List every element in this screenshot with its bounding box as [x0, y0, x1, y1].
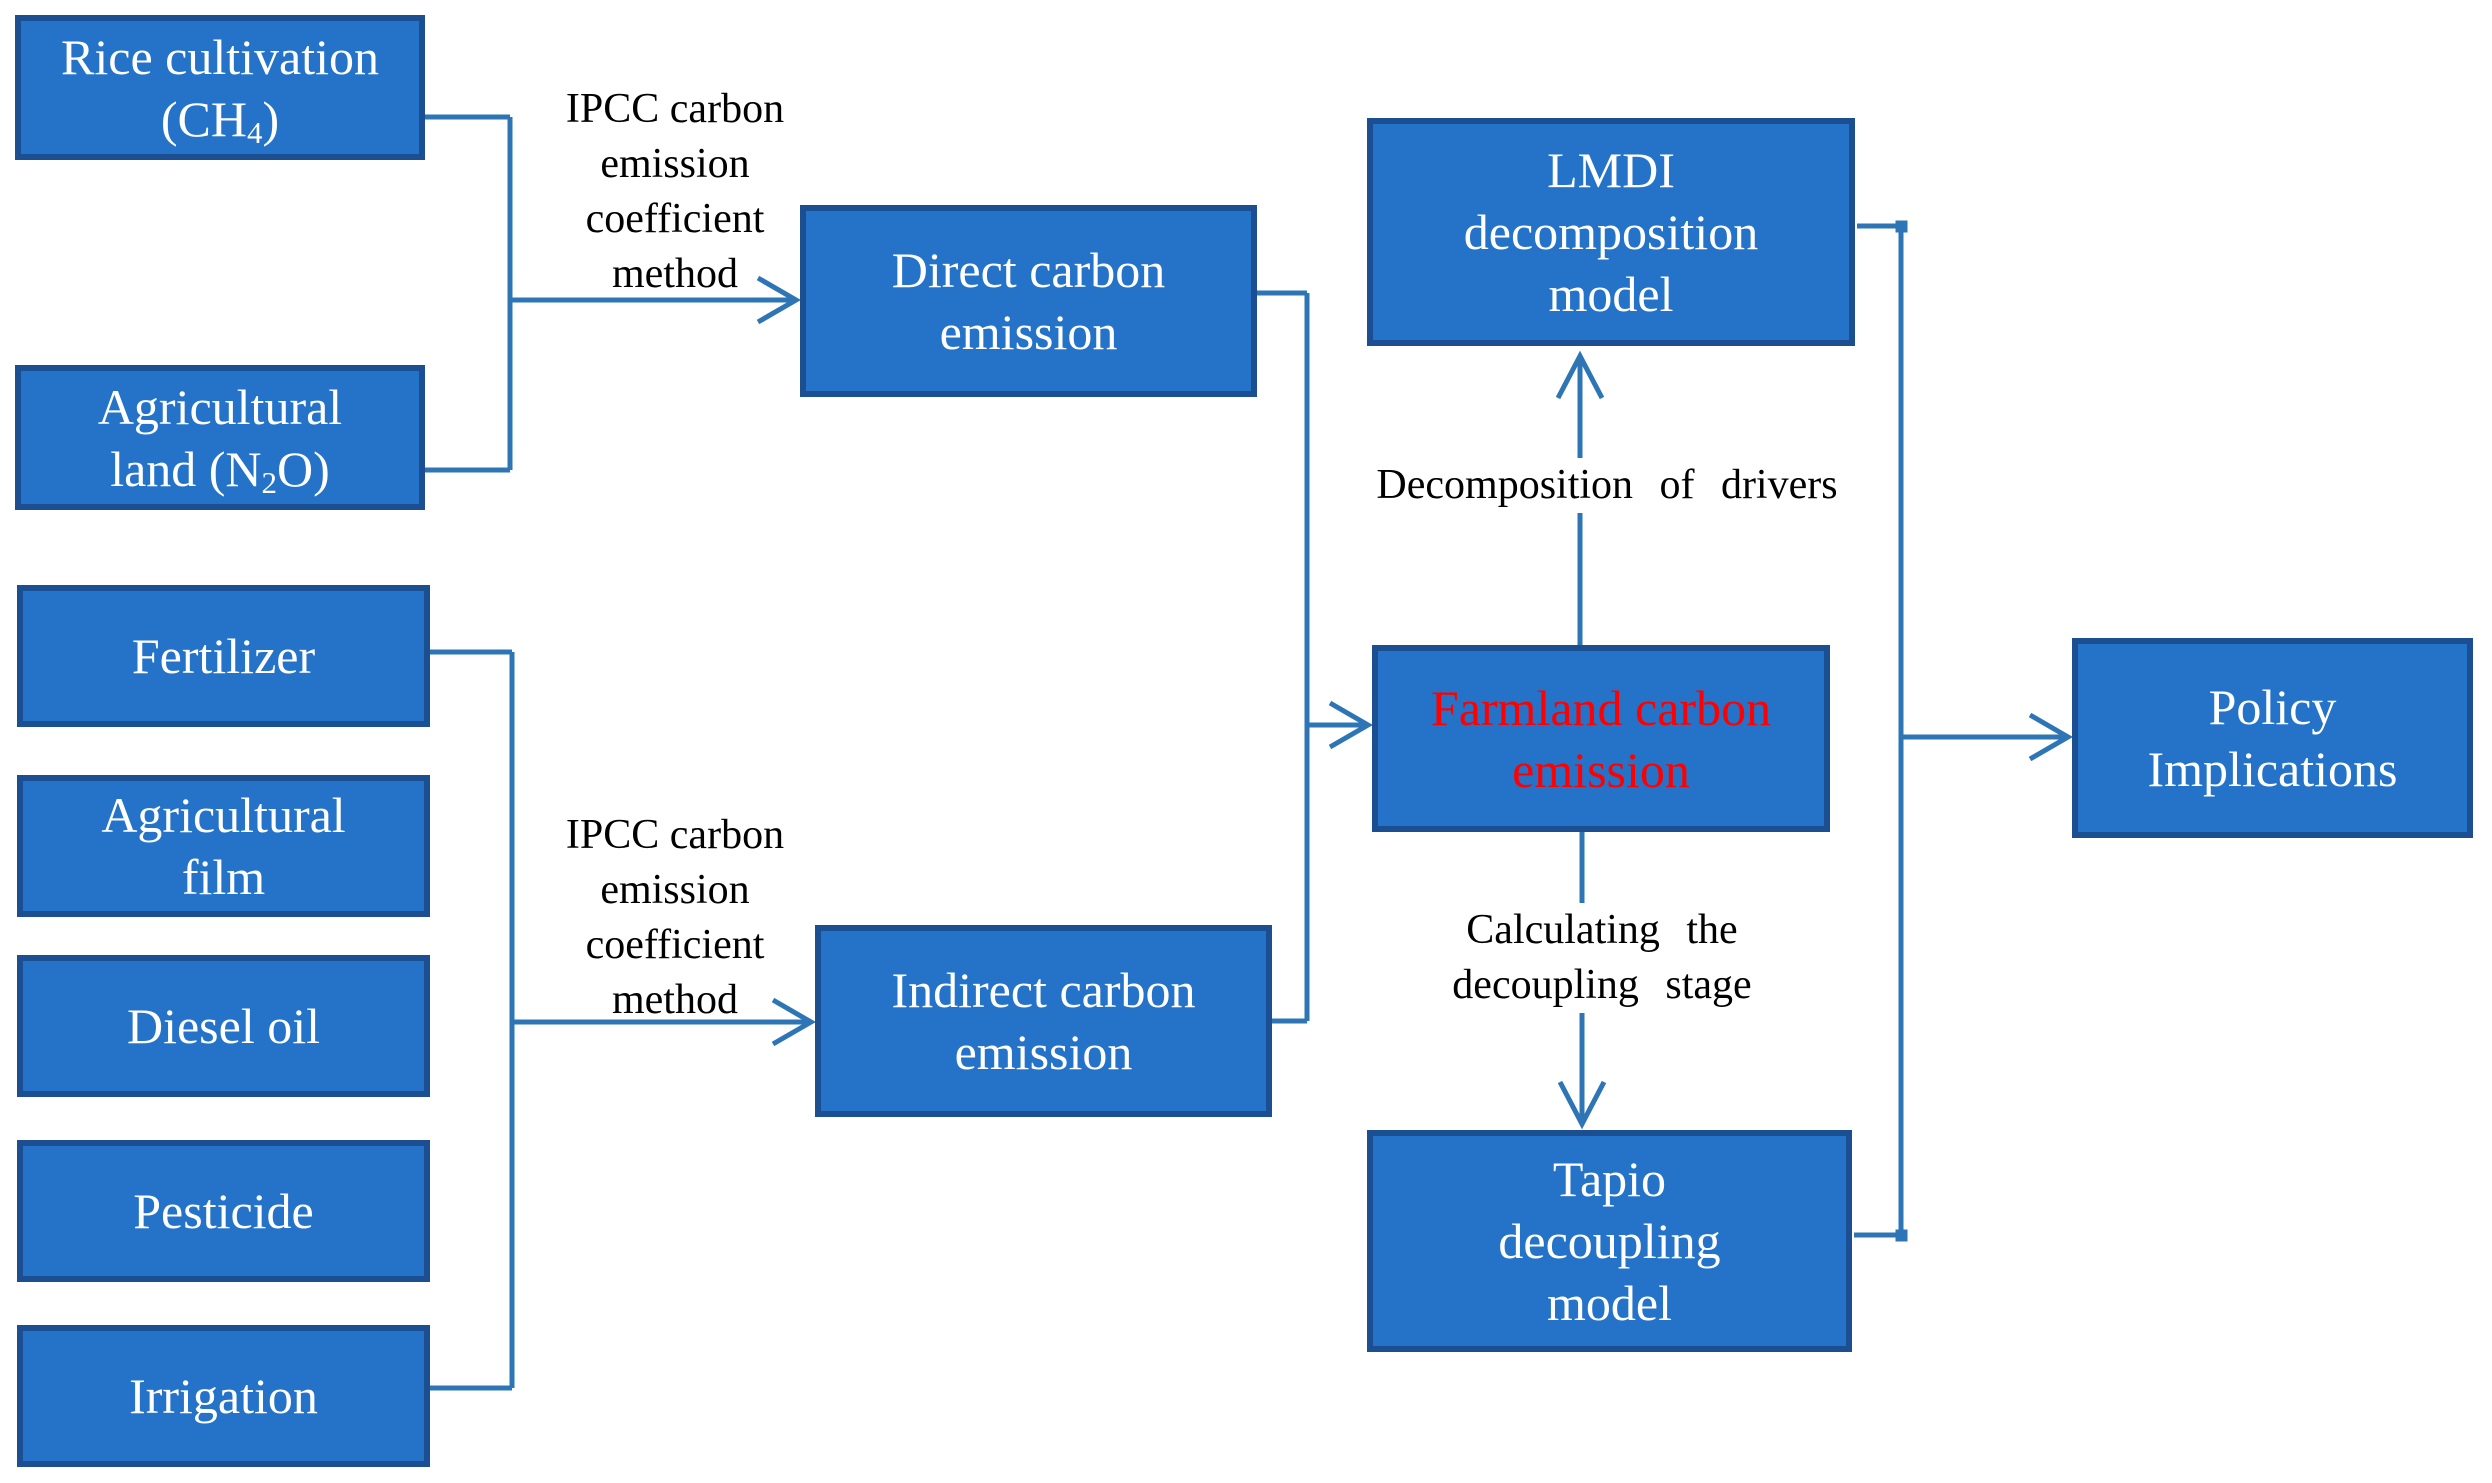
ipcc-top-line1: IPCC carbon [565, 86, 785, 132]
ipcc-bottom-line1: IPCC carbon [565, 812, 785, 858]
ipcc-bottom-line3: coefficient [585, 922, 765, 968]
farmland-line2: emission [1512, 741, 1690, 798]
ipcc-top-line3: coefficient [585, 196, 765, 242]
fertilizer-label: Fertilizer [131, 628, 316, 684]
ipcc-bottom-line4: method [612, 977, 738, 1023]
lmdi-line3: model [1548, 266, 1674, 322]
box-farmland-carbon-emission: Farmland carbon emission [1372, 645, 1830, 832]
calculating-line1: Calculating the [1466, 907, 1738, 953]
agriland-line1: Agricultural [97, 378, 343, 435]
agrifilm-line1: Agricultural [101, 787, 346, 843]
agriland-formula-pre: land (N [110, 440, 262, 497]
box-tapio-decoupling-model: Tapio decoupling model [1367, 1130, 1852, 1352]
lmdi-line2: decomposition [1463, 204, 1759, 260]
farmland-line1: Farmland carbon [1430, 679, 1772, 736]
tapio-line2: decoupling [1498, 1213, 1721, 1269]
tapio-line3: model [1547, 1275, 1672, 1331]
irrigation-label: Irrigation [129, 1368, 318, 1424]
connector-junction-dot-bottom [1895, 1229, 1908, 1242]
pesticide-label: Pesticide [133, 1183, 314, 1239]
label-calculating-decoupling-stage: Calculating the decoupling stage [1392, 903, 1812, 1013]
box-fertilizer: Fertilizer [17, 585, 430, 727]
arrowhead-into-tapio [1557, 1080, 1607, 1130]
arrowhead-into-farmland [1328, 700, 1373, 750]
tapio-line1: Tapio [1552, 1151, 1667, 1207]
indirect-line2: emission [954, 1024, 1133, 1080]
box-indirect-carbon-emission: Indirect carbon emission [815, 925, 1272, 1117]
box-agricultural-film: Agricultural film [17, 775, 430, 917]
ipcc-top-line4: method [612, 251, 738, 297]
label-ipcc-method-top: IPCC carbon emission coefficient method [520, 82, 830, 302]
box-irrigation: Irrigation [17, 1325, 430, 1467]
rice-formula: (CH4) [161, 88, 279, 150]
box-lmdi-decomposition-model: LMDI decomposition model [1367, 118, 1855, 346]
label-ipcc-method-bottom: IPCC carbon emission coefficient method [520, 808, 830, 1028]
arrowhead-into-direct [756, 275, 801, 325]
indirect-line1: Indirect carbon [891, 962, 1196, 1018]
lmdi-line1: LMDI [1547, 142, 1675, 198]
arrowhead-into-indirect [771, 997, 816, 1047]
label-decomposition-of-drivers: Decomposition of drivers [1360, 458, 1854, 513]
arrowhead-into-policy [2028, 712, 2073, 762]
rice-formula-pre: (CH [160, 90, 247, 147]
box-diesel-oil: Diesel oil [17, 955, 430, 1097]
ipcc-top-line2: emission [600, 141, 750, 187]
agriland-formula-subscript: 2 [261, 464, 278, 500]
diesel-label: Diesel oil [126, 998, 321, 1054]
agriland-formula-post: O) [277, 440, 330, 497]
connector-junction-dot-top [1895, 220, 1908, 233]
agriland-formula: land (N2O) [110, 438, 330, 500]
box-rice-cultivation: Rice cultivation (CH4) [15, 15, 425, 160]
ipcc-bottom-line2: emission [600, 867, 750, 913]
rice-formula-subscript: 4 [246, 114, 263, 150]
policy-line1: Policy [2208, 679, 2337, 735]
agrifilm-line2: film [181, 849, 266, 905]
direct-line1: Direct carbon [891, 242, 1166, 298]
calculating-line2: decoupling stage [1452, 962, 1752, 1008]
arrowhead-into-lmdi [1555, 350, 1605, 400]
box-agricultural-land: Agricultural land (N2O) [15, 365, 425, 510]
direct-line2: emission [939, 304, 1118, 360]
policy-line2: Implications [2147, 741, 2398, 797]
box-policy-implications: Policy Implications [2072, 638, 2473, 838]
box-pesticide: Pesticide [17, 1140, 430, 1282]
rice-formula-post: ) [262, 90, 280, 147]
box-direct-carbon-emission: Direct carbon emission [800, 205, 1257, 397]
rice-line1: Rice cultivation [61, 28, 379, 85]
